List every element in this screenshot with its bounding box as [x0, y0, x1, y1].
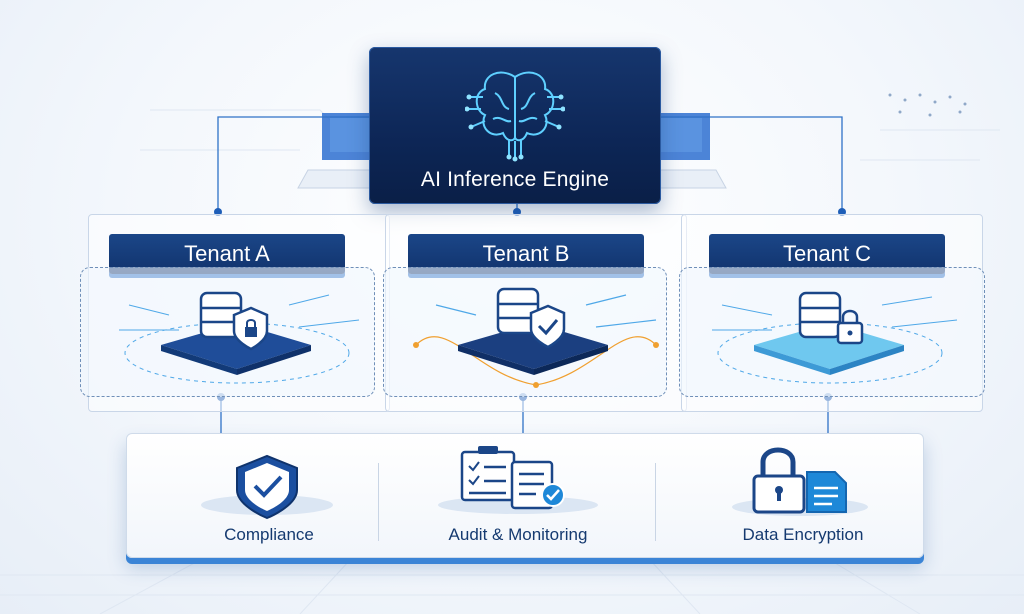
audit-monitoring-label: Audit & Monitoring	[448, 525, 588, 544]
engine-title: AI Inference Engine	[420, 168, 610, 191]
padlock-icon	[836, 309, 864, 345]
divider	[378, 463, 379, 541]
database-icon	[798, 291, 842, 339]
database-icon	[496, 287, 540, 335]
tenant-b-illustration	[413, 287, 659, 388]
tenant-card-a: Tenant A	[80, 214, 390, 412]
brain-icon	[465, 71, 565, 162]
encryption-lock-icon	[732, 447, 868, 516]
shield-check-icon	[529, 304, 566, 349]
tenant-card-c: Tenant C	[679, 214, 985, 412]
ai-inference-engine: AI Inference Engine	[369, 47, 661, 204]
audit-checklist-icon	[438, 446, 598, 514]
compliance-shield-icon	[201, 454, 333, 520]
compliance-label: Compliance	[224, 525, 314, 544]
tenant-c-illustration	[712, 291, 958, 384]
data-encryption-label: Data Encryption	[742, 525, 864, 544]
tenant-card-b: Tenant B	[383, 214, 687, 412]
divider	[655, 463, 656, 541]
encrypted-document-icon	[806, 471, 847, 513]
tenant-a-illustration	[119, 291, 360, 384]
